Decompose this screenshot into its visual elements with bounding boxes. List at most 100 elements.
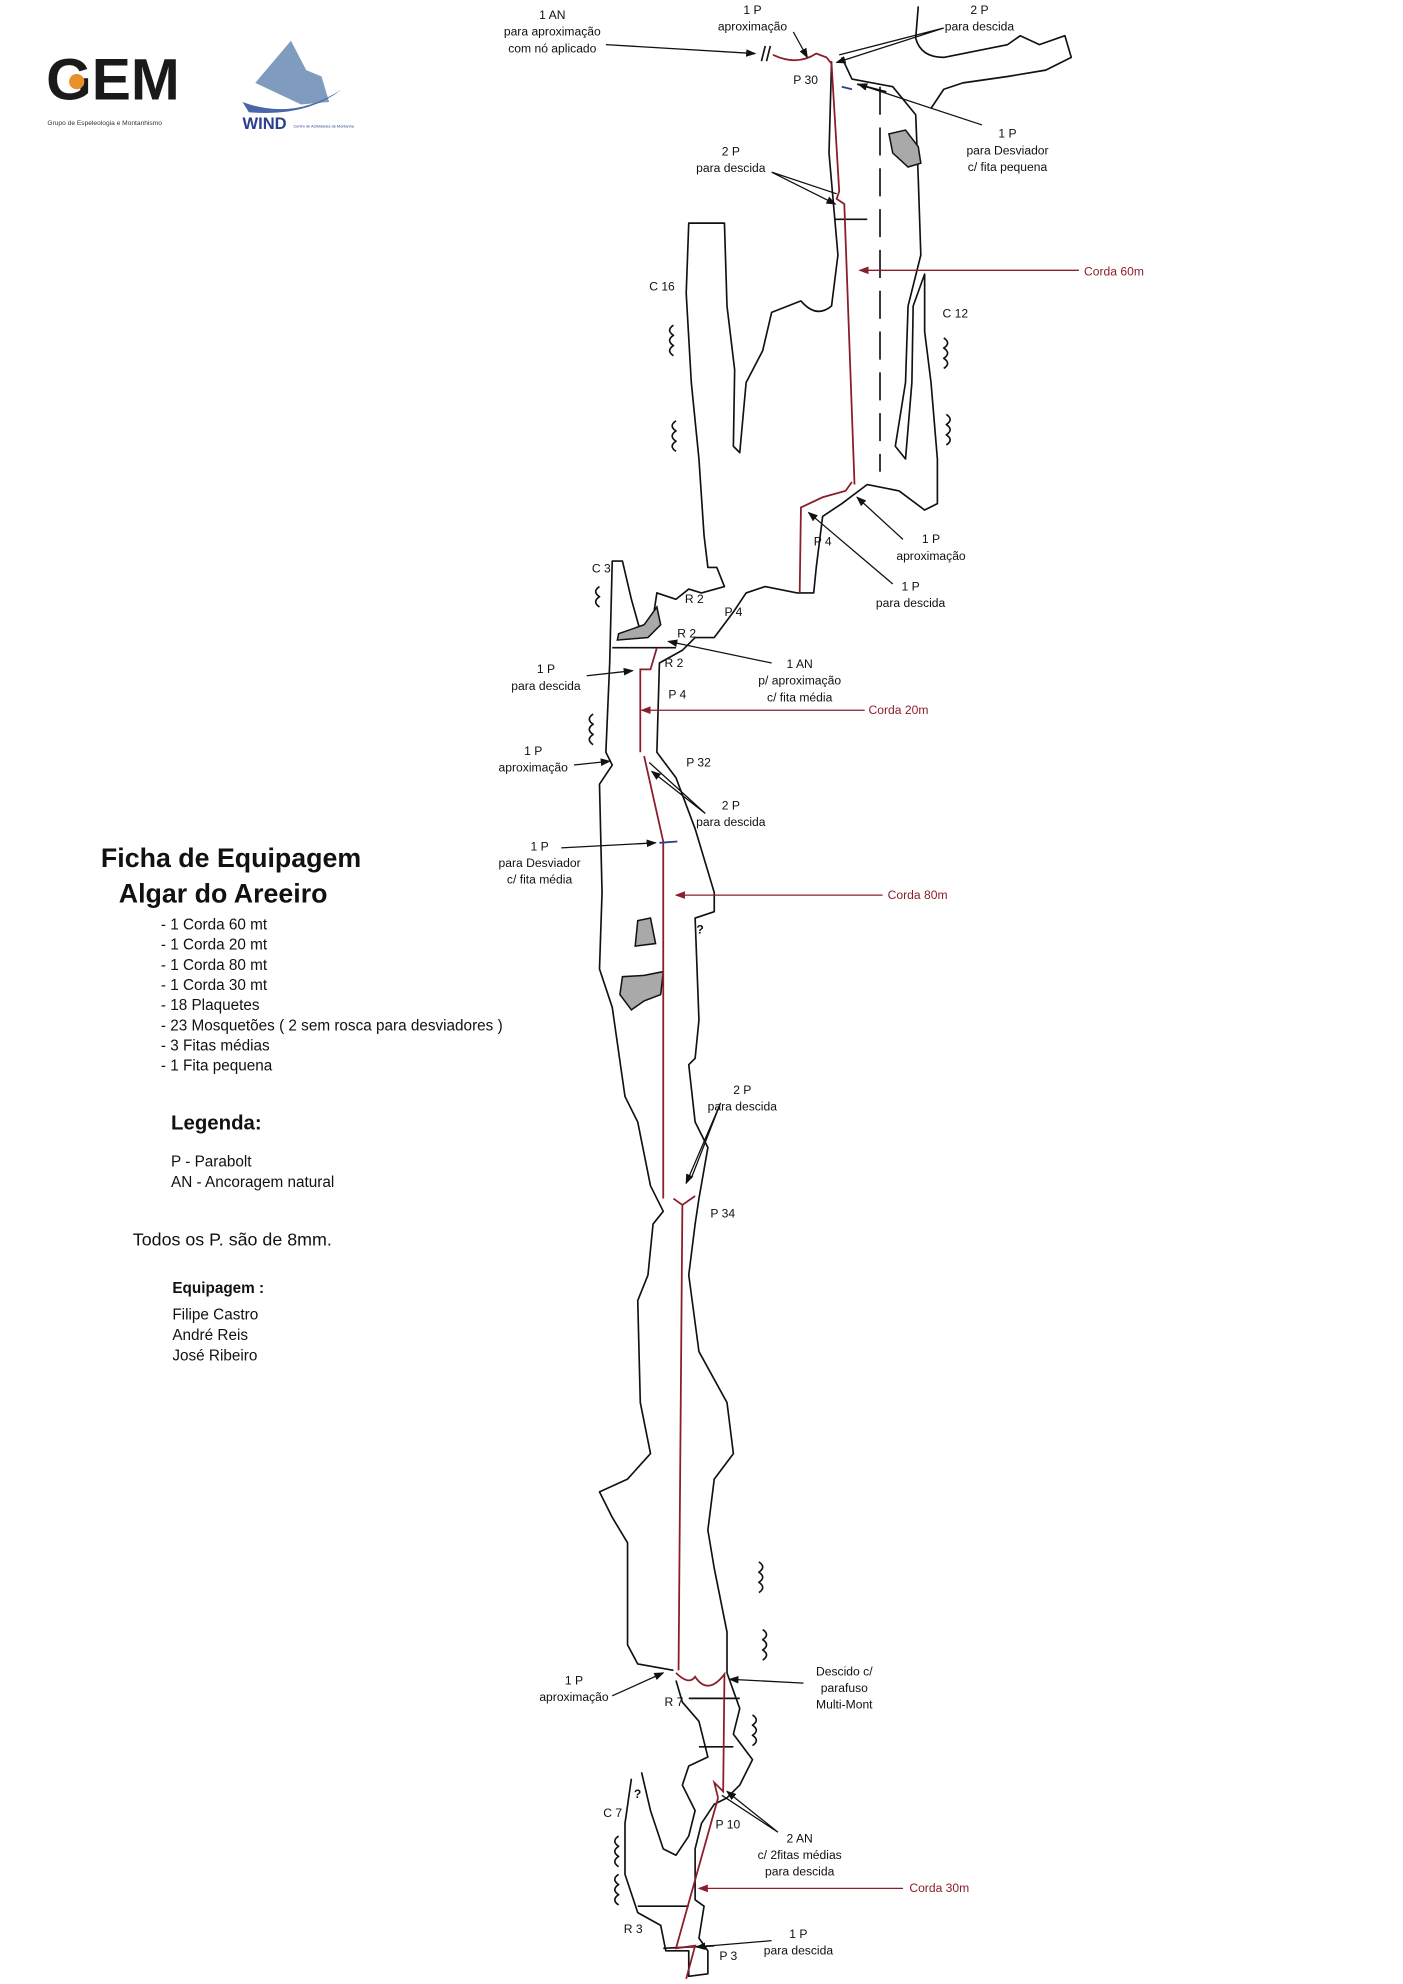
annotation-line: aproximação [718, 20, 788, 34]
wind-logo-mark: WIND [242, 114, 286, 133]
annotation-line: P 3 [719, 1949, 737, 1963]
wind-logo-subtitle: Centro de Actividades de Montanha [293, 125, 354, 129]
cave-name: Algar do Areeiro [119, 879, 328, 909]
annotation-line: com nó aplicado [508, 41, 596, 55]
team-member: André Reis [172, 1327, 248, 1344]
equipment-item: - 18 Plaquetes [161, 997, 260, 1014]
annotation-line: para descida [708, 1100, 778, 1114]
annotation-line: para descida [696, 815, 766, 829]
rocks [616, 129, 922, 1011]
annotation-line: C 7 [603, 1806, 622, 1820]
anchor-annotation: 1 P para descida [764, 1927, 834, 1958]
gem-logo-mark: GEM [46, 47, 180, 112]
anchor-annotation: 1 P aproximação [499, 744, 569, 775]
rope-p34 [672, 1195, 696, 1671]
annotation-line: c/ fita média [507, 873, 573, 887]
annotation-line: Corda 60m [1084, 264, 1144, 278]
rope-80m [643, 755, 665, 1199]
annotation-line: ? [634, 1787, 641, 1801]
annotation-line: 1 P [524, 744, 542, 758]
gem-logo-subtitle: Grupo de Espeleologia e Montanhismo [47, 120, 162, 127]
annotation-line: para descida [764, 1944, 834, 1958]
annotation-line: 2 P [722, 145, 740, 159]
annotation-line: 1 P [789, 1927, 807, 1941]
annotation-line: 1 AN [787, 657, 813, 671]
legend-item-p: P - Parabolt [171, 1154, 252, 1171]
annotations: 1 AN para aproximação com nó aplicado 1 P ap… [499, 3, 1144, 1963]
sheet-title: Ficha de Equipagem [101, 843, 361, 873]
annotation-line: para descida [876, 596, 946, 610]
annotation-line: para Desviador [966, 143, 1048, 157]
legend-title: Legenda: [171, 1113, 262, 1135]
rope-30m [674, 1797, 719, 1980]
annotation-line: c/ 2fitas médias [758, 1848, 842, 1862]
anchor-annotation: R 2 [677, 627, 696, 641]
rope-label: Corda 80m [888, 888, 948, 902]
annotation-line: aproximação [499, 760, 569, 774]
anchor-annotation: C 16 [649, 280, 675, 294]
annotation-line: aproximação [896, 549, 966, 563]
annotation-line: R 2 [665, 656, 684, 670]
team-member: José Ribeiro [172, 1347, 257, 1364]
equipment-sheet: Ficha de Equipagem Algar do Areeiro - 1 … [101, 843, 503, 1364]
equipment-item: - 23 Mosquetões ( 2 sem rosca para desvi… [161, 1017, 503, 1034]
annotation-line: Multi-Mont [816, 1698, 873, 1712]
annotation-line: 1 P [530, 839, 548, 853]
anchor-annotation: ? [696, 922, 703, 936]
anchor-annotation: P 4 [814, 535, 832, 549]
anchor-annotation: C 7 [603, 1806, 622, 1820]
rope-60m [772, 52, 856, 593]
annotation-line: P 10 [716, 1817, 741, 1831]
rope-20m [639, 647, 658, 753]
rope-label: Corda 30m [909, 1881, 969, 1895]
anchor-annotation: R 3 [624, 1922, 643, 1936]
anchor-annotation: R 2 [665, 656, 684, 670]
annotation-line: c/ fita média [767, 690, 833, 704]
annotation-line: R 7 [665, 1695, 684, 1709]
wind-logo: WIND Centro de Actividades de Montanha [242, 40, 355, 133]
pointer-arrows [561, 27, 1079, 1951]
anchor-annotation: 2 P para descida [696, 145, 766, 176]
annotation-line: para Desviador [499, 856, 581, 870]
annotation-line: R 2 [685, 592, 704, 606]
anchor-annotation: 1 P para Desviador c/ fita média [499, 839, 581, 886]
annotation-line: 1 P [922, 532, 940, 546]
annotation-line: 2 P [970, 3, 988, 17]
annotation-line: R 2 [677, 627, 696, 641]
annotation-line: Corda 20m [869, 703, 929, 717]
annotation-line: para aproximação [504, 25, 601, 39]
annotation-line: 1 P [537, 662, 555, 676]
anchor-annotation: 1 P para descida [876, 579, 946, 610]
rope-label: Corda 60m [1084, 264, 1144, 278]
annotation-line: C 16 [649, 280, 675, 294]
annotation-line: P 4 [814, 535, 832, 549]
annotation-line: 1 P [902, 579, 920, 593]
anchor-annotation: C 12 [942, 306, 968, 320]
annotation-line: Descido c/ [816, 1664, 873, 1678]
rope-label: Corda 20m [869, 703, 929, 717]
anchor-annotation: 1 P aproximação [539, 1673, 609, 1704]
annotation-line: parafuso [821, 1681, 868, 1695]
anchor-annotation: P 4 [668, 688, 686, 702]
anchor-annotation: P 10 [716, 1817, 741, 1831]
annotation-line: Corda 80m [888, 888, 948, 902]
anchor-annotation: P 34 [710, 1207, 735, 1221]
annotation-line: c/ fita pequena [968, 160, 1048, 174]
team-member: Filipe Castro [172, 1307, 258, 1324]
rope-r7 [675, 1671, 726, 1799]
annotation-line: Corda 30m [909, 1881, 969, 1895]
annotation-line: 1 P [565, 1673, 583, 1687]
annotation-line: para descida [696, 161, 766, 175]
annotation-line: aproximação [539, 1690, 609, 1704]
annotation-line: para descida [945, 20, 1015, 34]
equipment-list: - 1 Corda 60 mt- 1 Corda 20 mt- 1 Corda … [161, 917, 503, 1075]
